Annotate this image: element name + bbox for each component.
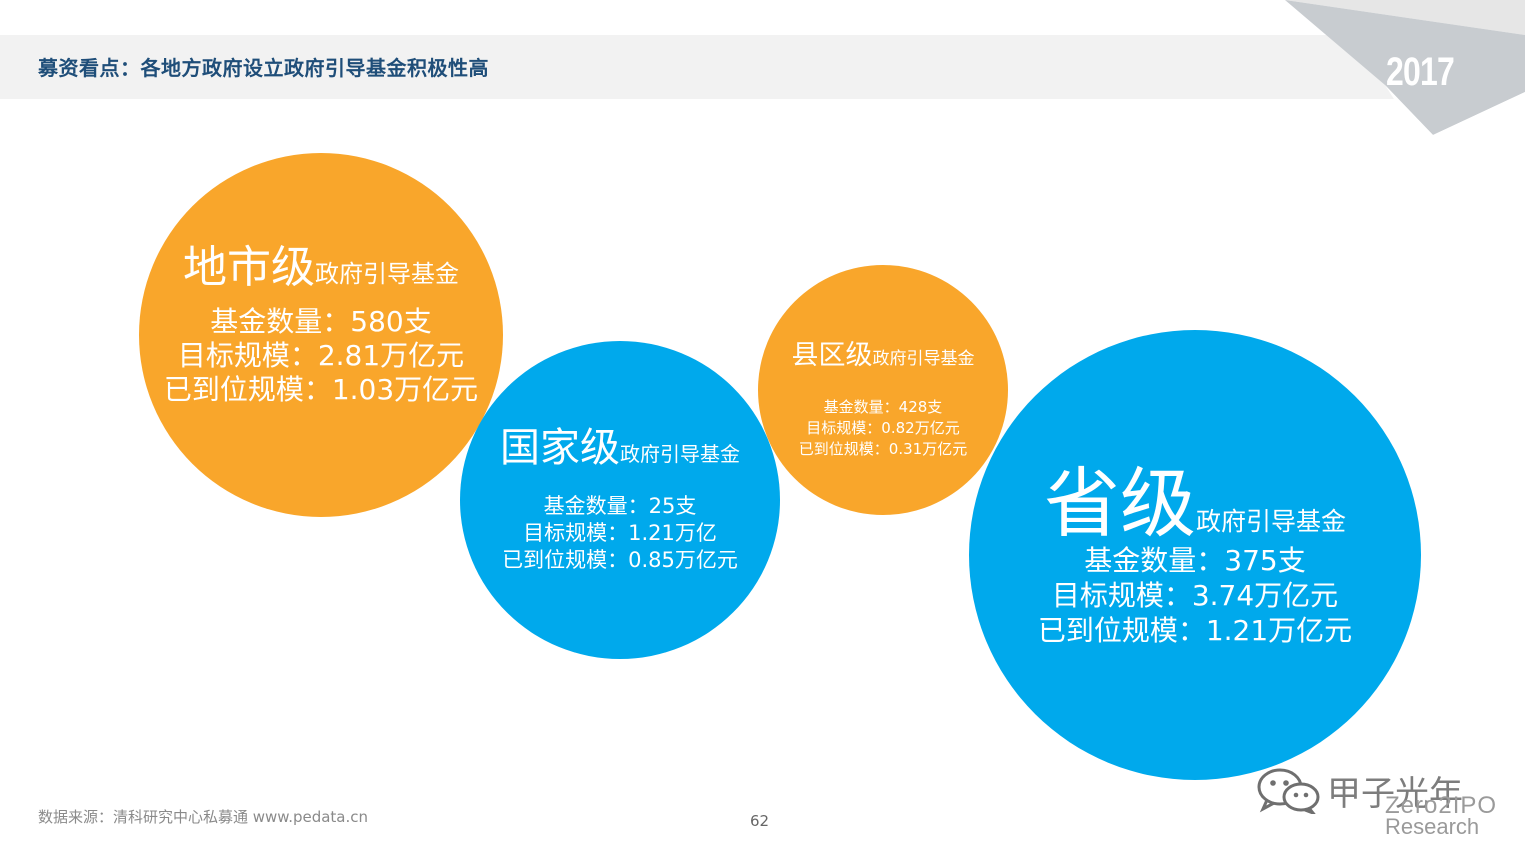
bubble-province-level: 省级政府引导基金 基金数量：375支 目标规模：3.74万亿元 已到位规模：1.… <box>969 330 1421 780</box>
corner-decoration <box>1285 0 1525 140</box>
target-size: 目标规模：1.21万亿 <box>523 521 717 545</box>
paid-in-size: 已到位规模：1.21万亿元 <box>1037 614 1353 647</box>
level-label: 省级 <box>1043 459 1196 548</box>
fund-count: 基金数量：580支 <box>210 305 432 338</box>
source-note: 数据来源：清科研究中心私募通 www.pedata.cn <box>38 808 369 826</box>
paid-in-size: 已到位规模：0.31万亿元 <box>798 440 968 458</box>
level-label: 国家级 <box>500 425 620 471</box>
target-size: 目标规模：3.74万亿元 <box>1051 579 1339 612</box>
fund-type-label: 政府引导基金 <box>620 442 740 466</box>
fund-type-label: 政府引导基金 <box>315 260 459 288</box>
watermark-name: 甲子光年 <box>1327 774 1463 814</box>
year-badge: 2017 <box>1386 50 1455 94</box>
target-size: 目标规模：2.81万亿元 <box>177 339 465 372</box>
watermark: 甲子光年 Zero2IPO Research <box>1255 760 1505 840</box>
bubble-county-level: 县区级政府引导基金 基金数量：428支 目标规模：0.82万亿元 已到位规模：0… <box>758 265 1008 515</box>
paid-in-size: 已到位规模：1.03万亿元 <box>163 373 479 406</box>
bubble-heading: 县区级政府引导基金 <box>758 333 1008 372</box>
page-title: 募资看点：各地方政府设立政府引导基金积极性高 <box>38 56 489 80</box>
bubble-city-level: 地市级政府引导基金 基金数量：580支 目标规模：2.81万亿元 已到位规模：1… <box>139 153 503 517</box>
page-number: 62 <box>750 812 770 830</box>
bubble-heading: 地市级政府引导基金 <box>139 231 503 295</box>
bubble-stats: 基金数量：580支 目标规模：2.81万亿元 已到位规模：1.03万亿元 <box>139 305 503 407</box>
fund-count: 基金数量：25支 <box>543 494 697 518</box>
target-size: 目标规模：0.82万亿元 <box>806 419 960 437</box>
header-band <box>0 35 1525 99</box>
bubble-national-level: 国家级政府引导基金 基金数量：25支 目标规模：1.21万亿 已到位规模：0.8… <box>460 341 780 659</box>
bubble-heading: 国家级政府引导基金 <box>460 415 780 473</box>
fund-count: 基金数量：375支 <box>1084 544 1306 577</box>
bubble-stats: 基金数量：25支 目标规模：1.21万亿 已到位规模：0.85万亿元 <box>460 493 780 574</box>
bubble-stats: 基金数量：428支 目标规模：0.82万亿元 已到位规模：0.31万亿元 <box>758 397 1008 460</box>
bubble-heading: 省级政府引导基金 <box>969 442 1421 552</box>
wechat-icon <box>1257 768 1320 814</box>
brand-research: Research <box>1385 814 1480 839</box>
bubble-stats: 基金数量：375支 目标规模：3.74万亿元 已到位规模：1.21万亿元 <box>969 543 1421 648</box>
fund-count: 基金数量：428支 <box>823 398 943 416</box>
level-label: 地市级 <box>183 242 315 293</box>
fund-type-label: 政府引导基金 <box>872 349 975 369</box>
brand-zero2ipo: Zero2IPO <box>1385 792 1498 819</box>
fund-type-label: 政府引导基金 <box>1195 507 1346 536</box>
paid-in-size: 已到位规模：0.85万亿元 <box>502 548 738 572</box>
level-label: 县区级 <box>791 340 873 371</box>
